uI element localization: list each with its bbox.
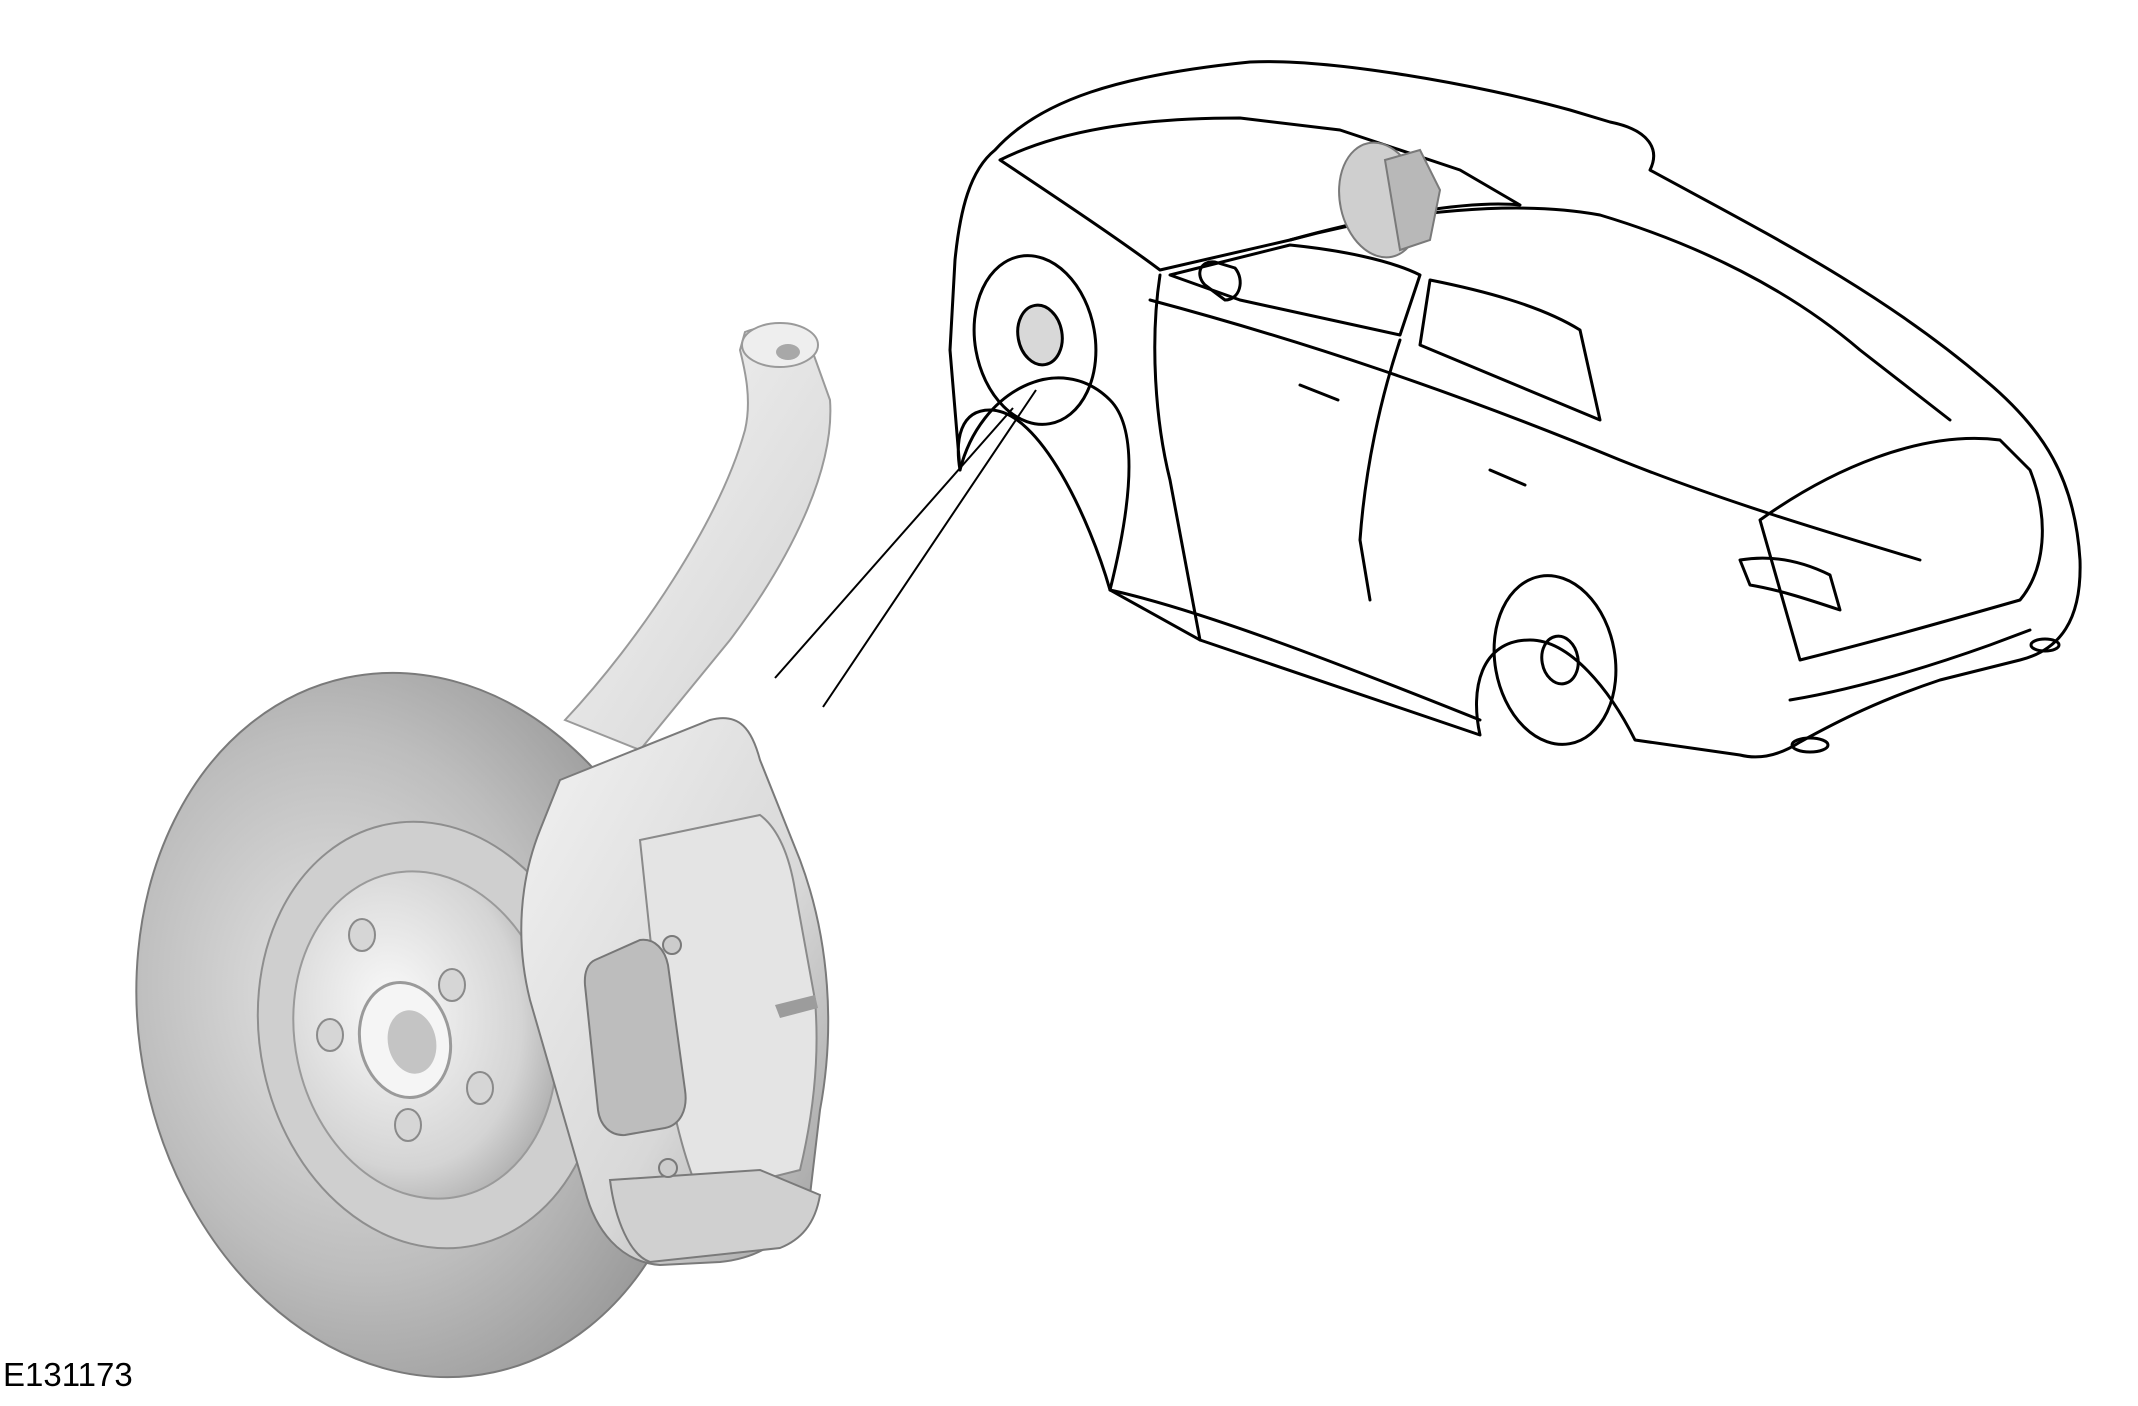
brake-pad xyxy=(583,938,687,1137)
car-side-mirror xyxy=(1198,260,1242,302)
car-front-wheel-hub xyxy=(1016,303,1064,367)
car-body-silhouette xyxy=(948,60,2082,759)
car-front-window xyxy=(1168,243,1422,337)
car-exhaust-tip xyxy=(2029,637,2061,653)
car-outline xyxy=(948,60,2082,759)
caliper-bracket-lower xyxy=(608,1168,822,1264)
caliper-bolt xyxy=(662,935,682,955)
steering-knuckle-arm xyxy=(563,326,832,752)
wheel-stud xyxy=(438,968,466,1002)
wheel-stud xyxy=(348,918,376,952)
car-beltline xyxy=(1148,298,1922,562)
caliper-bolt xyxy=(658,1158,678,1178)
car-trunk-lid xyxy=(1758,436,2044,662)
car-front-wheel-arch xyxy=(958,376,1131,592)
brake-assembly xyxy=(135,322,832,1379)
caliper-inspection-slot xyxy=(775,995,818,1018)
car-sill-line xyxy=(1108,588,1482,722)
knuckle-top-hole xyxy=(776,344,800,360)
car-door-line xyxy=(1153,273,1202,642)
hub-center-bore-inner xyxy=(387,1010,437,1074)
car-far-brake-highlight xyxy=(1338,141,1442,259)
wheel-stud xyxy=(466,1071,494,1105)
car-tail-light xyxy=(1738,556,1842,612)
wheel-stud xyxy=(394,1108,422,1142)
wheel-studs xyxy=(316,918,494,1142)
car-windshield xyxy=(998,116,1522,272)
callout-line xyxy=(822,389,1037,708)
car-exhaust-tip xyxy=(1790,736,1830,754)
car-rear-wheel-hub xyxy=(1540,634,1580,686)
car-rear-wheel xyxy=(1492,574,1618,746)
car-door-handle xyxy=(1298,383,1340,402)
car-rear-bumper xyxy=(1788,628,2032,702)
car-rear-window xyxy=(1418,278,1602,422)
far-brake-caliper xyxy=(1383,148,1442,252)
car-front-wheel xyxy=(972,254,1098,426)
figure-id-label: E131173 xyxy=(3,1356,133,1393)
car-door-handle xyxy=(1488,468,1527,487)
wheel-stud xyxy=(316,1018,344,1052)
knuckle-top-boss xyxy=(741,322,819,368)
callout-lines xyxy=(774,389,1037,708)
callout-line xyxy=(774,407,1014,679)
car-door-line xyxy=(1358,338,1402,602)
